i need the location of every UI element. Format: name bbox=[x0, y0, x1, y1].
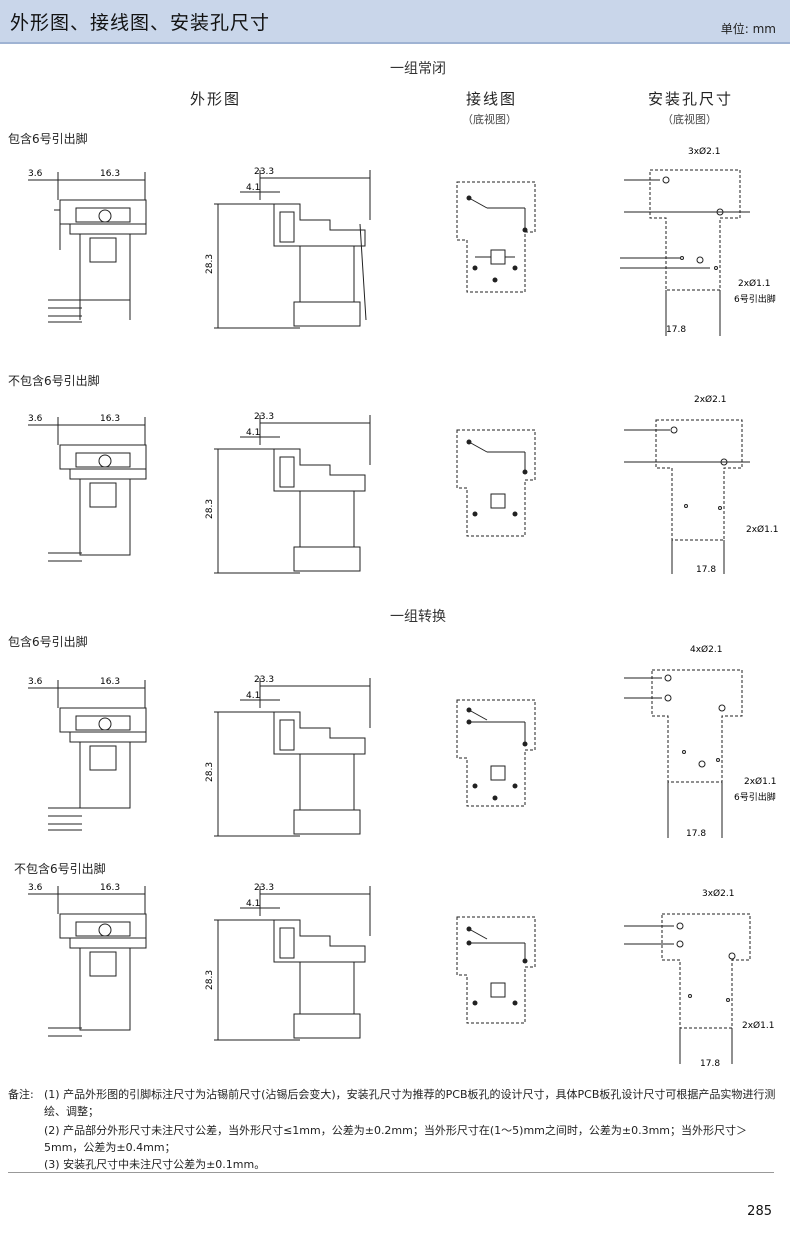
dim-label: 17.8 bbox=[700, 1059, 720, 1069]
dim-label: 28.3 bbox=[205, 762, 215, 782]
hole-label: 2xØ1.1 bbox=[744, 776, 776, 787]
dim-label: 3.6 bbox=[28, 414, 43, 424]
page-header: 外形图、接线图、安装孔尺寸 单位: mm bbox=[0, 0, 790, 44]
dim-label: 23.3 bbox=[254, 167, 274, 177]
dim-label: 16.3 bbox=[100, 883, 120, 893]
column-title-wiring: 接线图 bbox=[466, 90, 518, 108]
dim-label: 23.3 bbox=[254, 412, 274, 422]
hole-label: 3xØ2.1 bbox=[702, 888, 734, 899]
dim-label: 23.3 bbox=[254, 675, 274, 685]
dim-label: 16.3 bbox=[100, 169, 120, 179]
dim-label: 17.8 bbox=[696, 565, 716, 575]
hole-label: 2xØ2.1 bbox=[694, 394, 726, 405]
note-item: (3) 安装孔尺寸中未注尺寸公差为±0.1mm。 bbox=[44, 1158, 266, 1171]
dim-label: 4.1 bbox=[246, 428, 260, 438]
side-view-drawing-2: 3.6 16.3 bbox=[28, 414, 147, 562]
hole-label: 2xØ1.1 bbox=[746, 524, 778, 535]
hole-label: 2xØ1.1 bbox=[738, 278, 770, 289]
dim-label: 3.6 bbox=[28, 169, 43, 179]
variant-label-4: 不包含6号引出脚 bbox=[14, 862, 106, 876]
dim-label: 28.3 bbox=[205, 254, 215, 274]
wiring-diagram-1 bbox=[456, 181, 536, 293]
page-title: 外形图、接线图、安装孔尺寸 bbox=[10, 12, 271, 34]
dim-label: 23.3 bbox=[254, 883, 274, 893]
column-subtitle-holes: （底视图） bbox=[662, 113, 717, 126]
mounting-holes-drawing-2: 2xØ2.1 2xØ1.1 17.8 bbox=[624, 394, 778, 575]
note-item: (1) 产品外形图的引脚标注尺寸为沾锡前尺寸(沾锡后会变大)，安装孔尺寸为推荐的… bbox=[44, 1088, 776, 1118]
dim-label: 17.8 bbox=[686, 829, 706, 839]
dim-label: 4.1 bbox=[246, 691, 260, 701]
dim-label: 4.1 bbox=[246, 183, 260, 193]
dim-label: 16.3 bbox=[100, 677, 120, 687]
front-view-drawing-2: 23.3 4.1 28.3 bbox=[205, 412, 371, 574]
mounting-holes-drawing-1: 3xØ2.1 2xØ1.1 6号引出脚 17.8 bbox=[620, 146, 776, 336]
dim-label: 28.3 bbox=[205, 970, 215, 990]
column-subtitle-wiring: （底视图） bbox=[462, 113, 517, 126]
dim-label: 17.8 bbox=[666, 325, 686, 335]
bottom-rule bbox=[8, 1172, 774, 1173]
dim-label: 28.3 bbox=[205, 499, 215, 519]
side-view-drawing-3: 3.6 16.3 bbox=[28, 677, 147, 831]
column-title-outline: 外形图 bbox=[190, 90, 242, 108]
mounting-holes-drawing-3: 4xØ2.1 2xØ1.1 6号引出脚 17.8 bbox=[624, 644, 776, 839]
front-view-drawing-1: 23.3 4.1 28.3 bbox=[205, 167, 371, 329]
variant-label-1: 包含6号引出脚 bbox=[8, 132, 88, 146]
dim-label: 16.3 bbox=[100, 414, 120, 424]
dim-label: 3.6 bbox=[28, 677, 43, 687]
side-view-drawing-4: 3.6 16.3 bbox=[28, 883, 147, 1037]
note-item: (2) 产品部分外形尺寸未注尺寸公差，当外形尺寸≤1mm，公差为±0.2mm；当… bbox=[44, 1124, 748, 1154]
front-view-drawing-4: 23.3 4.1 28.3 bbox=[205, 883, 371, 1041]
front-view-drawing-3: 23.3 4.1 28.3 bbox=[205, 675, 371, 837]
hole-label: 6号引出脚 bbox=[734, 293, 776, 305]
hole-label: 3xØ2.1 bbox=[688, 146, 720, 157]
variant-label-2: 不包含6号引出脚 bbox=[8, 374, 100, 388]
side-view-drawing-1: 3.6 16.3 bbox=[28, 169, 147, 323]
wiring-diagram-4 bbox=[456, 916, 536, 1024]
wiring-diagram-3 bbox=[456, 699, 536, 807]
hole-label: 4xØ2.1 bbox=[690, 644, 722, 655]
section-title-1: 一组常闭 bbox=[390, 61, 446, 77]
wiring-diagram-2 bbox=[456, 429, 536, 537]
mounting-holes-drawing-4: 3xØ2.1 2xØ1.1 17.8 bbox=[624, 888, 774, 1069]
dim-label: 4.1 bbox=[246, 899, 260, 909]
section-title-2: 一组转换 bbox=[390, 609, 446, 625]
unit-label: 单位: mm bbox=[720, 22, 776, 36]
page-number: 285 bbox=[747, 1204, 772, 1219]
dim-label: 3.6 bbox=[28, 883, 43, 893]
notes-label: 备注: bbox=[8, 1088, 34, 1101]
hole-label: 6号引出脚 bbox=[734, 791, 776, 803]
variant-label-3: 包含6号引出脚 bbox=[8, 635, 88, 649]
hole-label: 2xØ1.1 bbox=[742, 1020, 774, 1031]
column-title-holes: 安装孔尺寸 bbox=[648, 90, 734, 108]
